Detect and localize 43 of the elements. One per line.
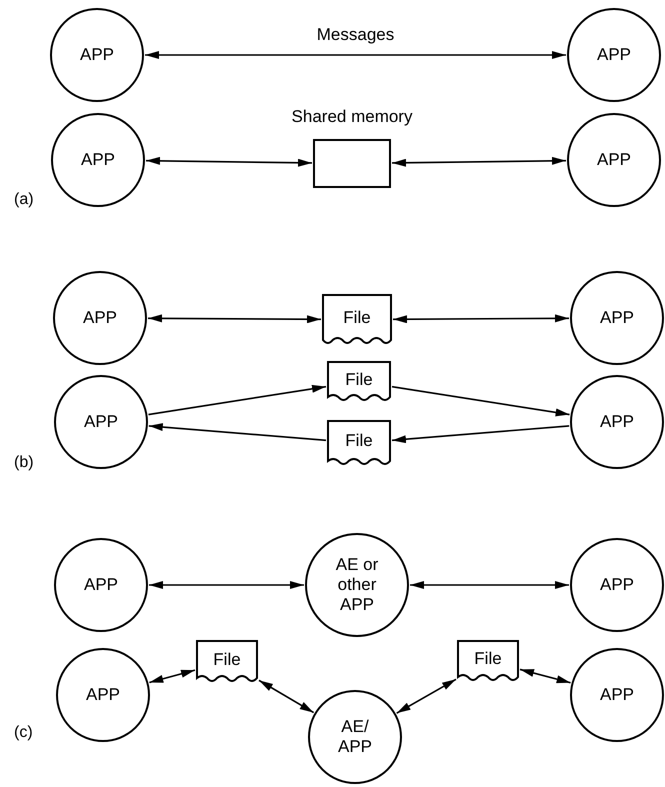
node-label: File	[213, 650, 241, 670]
node-label: APP	[84, 412, 118, 432]
node-label: AE or other APP	[334, 555, 380, 615]
document-shape	[322, 294, 392, 345]
arrow	[149, 581, 304, 589]
arrow	[520, 668, 571, 684]
node-label: File	[345, 370, 373, 390]
arrow	[393, 314, 569, 324]
node-label: APP	[600, 308, 634, 328]
arrow	[148, 314, 321, 324]
node-label: File	[343, 308, 371, 328]
node-label: APP	[600, 685, 634, 705]
panel-label: (a)	[14, 190, 34, 210]
document-shape	[327, 361, 391, 402]
node-label: APP	[596, 150, 632, 170]
node-label: APP	[600, 412, 634, 432]
arrow	[148, 423, 326, 442]
document-shape	[457, 640, 519, 682]
arrow	[392, 156, 566, 167]
document-shape	[327, 420, 391, 466]
node-label: APP	[82, 308, 118, 328]
node-label: APP	[86, 685, 120, 705]
node-label: APP	[596, 45, 632, 65]
document-shape	[196, 640, 258, 683]
arrow	[258, 680, 314, 714]
node-label: APP	[80, 150, 116, 170]
node-label: APP	[80, 45, 114, 65]
node-label: File	[474, 649, 502, 669]
node-label: APP	[84, 575, 118, 595]
panel-label: (c)	[14, 723, 33, 743]
arrow	[145, 51, 566, 59]
arrow	[392, 386, 570, 416]
node-label: File	[345, 431, 373, 451]
arrow	[148, 384, 326, 416]
arrow	[149, 669, 196, 684]
arrow	[396, 678, 456, 714]
node-label: AE/ APP	[336, 717, 374, 757]
arrow	[392, 425, 570, 444]
arrow	[410, 581, 569, 589]
arrow	[146, 156, 312, 167]
node-label: APP	[600, 575, 634, 595]
node-label: Shared memory	[292, 107, 412, 127]
panel-label: (b)	[14, 453, 34, 473]
